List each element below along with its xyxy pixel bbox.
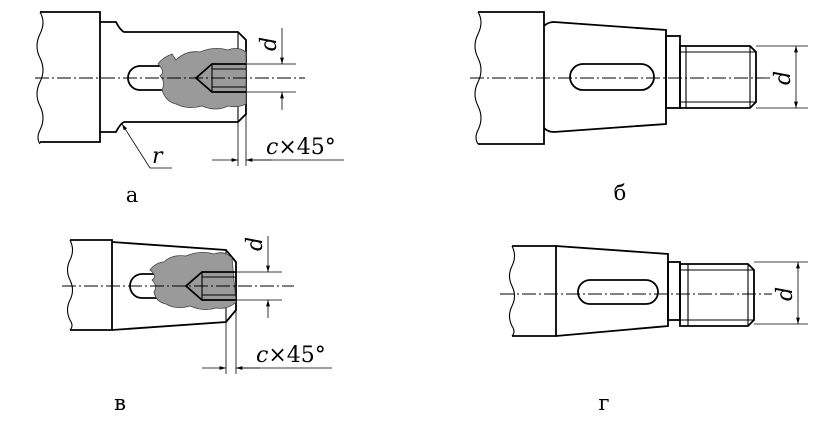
dim-d-label: d	[243, 237, 268, 251]
figure-caption-a: а	[126, 183, 139, 207]
dim-d-label: d	[773, 287, 798, 301]
figure-b: d б	[470, 11, 808, 205]
figure-caption-v: в	[114, 391, 126, 415]
dim-r-label: r	[152, 144, 164, 169]
figure-caption-b: б	[614, 181, 627, 205]
dim-d-label: d	[257, 37, 282, 51]
figure-v: d c×45° в	[62, 236, 332, 415]
chamfer-label: c×45°	[256, 343, 326, 368]
dim-d-label: d	[771, 71, 796, 85]
figure-g: d г	[500, 245, 808, 415]
figure-caption-g: г	[598, 391, 609, 415]
chamfer-label: c×45°	[266, 135, 336, 160]
figure-a: d r c×45° а	[35, 11, 344, 207]
